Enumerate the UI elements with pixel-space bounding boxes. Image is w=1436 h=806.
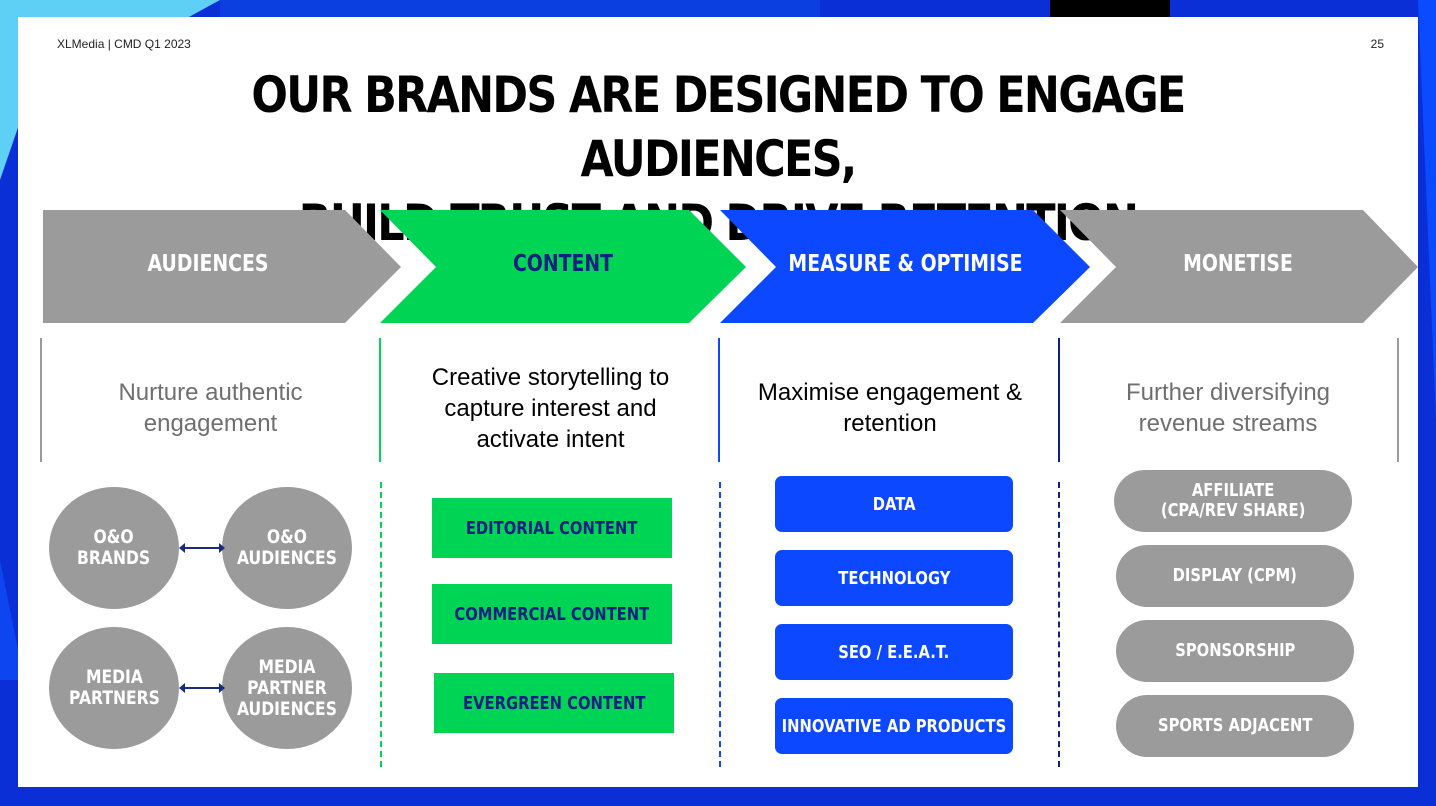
content-box: COMMERCIAL CONTENT bbox=[432, 584, 672, 644]
stage-description-content: Creative storytelling to capture interes… bbox=[431, 363, 670, 453]
measure-box: TECHNOLOGY bbox=[775, 550, 1013, 606]
audience-circle: O&O BRANDS bbox=[49, 487, 179, 609]
divider bbox=[40, 338, 42, 462]
stage-description-monetise: Further diversifying revenue streams bbox=[1125, 379, 1331, 437]
monetise-pill: AFFILIATE (CPA/REV SHARE) bbox=[1114, 470, 1352, 532]
divider bbox=[379, 338, 381, 462]
presentation-label: XLMedia | CMD Q1 2023 bbox=[57, 37, 191, 51]
background-shape bbox=[1050, 0, 1170, 22]
stage-label-audiences: AUDIENCES bbox=[147, 251, 269, 277]
bidirectional-arrow-icon bbox=[179, 683, 225, 693]
monetise-pill: SPONSORSHIP bbox=[1116, 620, 1354, 682]
stage-label-measure: MEASURE & OPTIMISE bbox=[788, 251, 1023, 277]
dashed-divider bbox=[380, 482, 382, 767]
process-arrows bbox=[43, 210, 1418, 323]
background-shape bbox=[220, 0, 820, 20]
measure-box: INNOVATIVE AD PRODUCTS bbox=[775, 698, 1013, 754]
dashed-divider bbox=[719, 482, 721, 767]
monetise-pill: SPORTS ADJACENT bbox=[1116, 695, 1354, 757]
arrow-audiences bbox=[43, 210, 401, 323]
content-box: EDITORIAL CONTENT bbox=[432, 498, 672, 558]
stage-description-measure: Maximise engagement & retention bbox=[757, 379, 1023, 437]
divider bbox=[718, 338, 720, 462]
page-number: 25 bbox=[1370, 37, 1384, 51]
slide: XLMedia | CMD Q1 2023 25 OUR BRANDS ARE … bbox=[18, 17, 1418, 787]
background-shape bbox=[1418, 0, 1436, 420]
bidirectional-arrow-icon bbox=[179, 543, 225, 553]
audience-circle: MEDIA PARTNER AUDIENCES bbox=[222, 627, 352, 749]
dashed-divider bbox=[1058, 482, 1060, 767]
measure-box: SEO / E.E.A.T. bbox=[775, 624, 1013, 680]
audience-circle: O&O AUDIENCES bbox=[222, 487, 352, 609]
stage-label-monetise: MONETISE bbox=[1183, 251, 1293, 277]
stage-label-content: CONTENT bbox=[512, 251, 614, 277]
arrow-measure bbox=[720, 210, 1090, 323]
measure-box: DATA bbox=[775, 476, 1013, 532]
monetise-pill: DISPLAY (CPM) bbox=[1116, 545, 1354, 607]
content-box: EVERGREEN CONTENT bbox=[434, 673, 674, 733]
arrow-content bbox=[380, 210, 746, 323]
audience-circle: MEDIA PARTNERS bbox=[49, 627, 179, 749]
arrow-monetise bbox=[1060, 210, 1418, 323]
title-line-1: OUR BRANDS ARE DESIGNED TO ENGAGE AUDIEN… bbox=[251, 66, 1186, 188]
stage-description-audiences: Nurture authentic engagement bbox=[118, 379, 303, 437]
divider bbox=[1397, 338, 1399, 462]
divider bbox=[1058, 338, 1060, 462]
